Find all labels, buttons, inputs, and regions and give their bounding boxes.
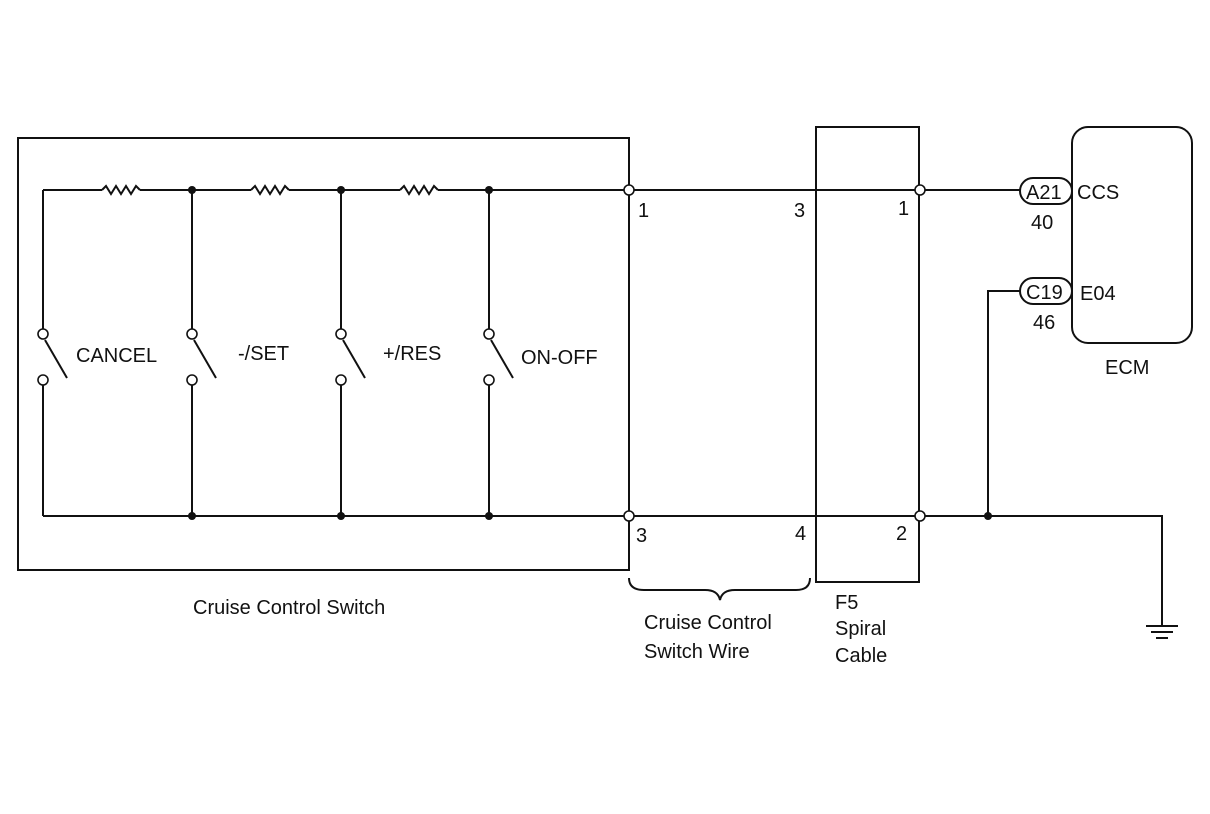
- junction-dot: [984, 512, 992, 520]
- switch-on-off: [483, 190, 514, 516]
- cruise-control-switch-box: [17, 137, 630, 571]
- ecm-box: [1071, 126, 1193, 344]
- switch-pin-bottom: 3: [636, 525, 647, 547]
- junction-dot: [188, 186, 196, 194]
- switch-label-res: +/RES: [383, 343, 441, 365]
- junction-dot: [337, 186, 345, 194]
- junction-dot: [188, 512, 196, 520]
- switch-connector-terminal-top: [623, 184, 635, 196]
- spiral-cable-label-line1: F5: [835, 592, 858, 614]
- junction-dot: [485, 186, 493, 194]
- top-rail: [43, 184, 624, 196]
- switch-wire-pin-bottom: 4: [795, 523, 806, 545]
- junction-dot: [337, 512, 345, 520]
- connector-c19-id: C19: [1026, 282, 1063, 304]
- cruise-control-switch-label: Cruise Control Switch: [193, 597, 385, 619]
- switch-wire-label-line1: Cruise Control: [644, 612, 772, 634]
- connector-a21-id: A21: [1026, 182, 1062, 204]
- junction-dot: [485, 512, 493, 520]
- switch-label-on-off: ON-OFF: [521, 347, 598, 369]
- resistor-1: [101, 184, 141, 196]
- switch-wire-pin-top: 3: [794, 200, 805, 222]
- switch-cancel: [37, 190, 68, 516]
- connector-c19-badge: [1019, 277, 1073, 305]
- connector-a21-badge: [1019, 177, 1073, 205]
- wire-to-ecm-e04: [987, 290, 1020, 516]
- spiral-cable-pin-top: 1: [898, 198, 909, 220]
- spiral-cable-pin-bottom: 2: [896, 523, 907, 545]
- switch-wire-label-line2: Switch Wire: [644, 641, 750, 663]
- switch-label-set: -/SET: [238, 343, 289, 365]
- switch-set: [186, 190, 217, 516]
- wire-ground: [925, 515, 1163, 626]
- switch-res: [335, 190, 366, 516]
- spiral-cable-label-line3: Cable: [835, 645, 887, 667]
- ecm-signal-e04: E04: [1080, 283, 1116, 305]
- resistor-3: [399, 184, 439, 196]
- ecm-label: ECM: [1105, 357, 1149, 379]
- ground-icon: [1146, 625, 1178, 639]
- switch-pin-top: 1: [638, 200, 649, 222]
- connector-a21-pin: 40: [1031, 212, 1053, 234]
- switch-wire-brace: [628, 577, 811, 601]
- switch-label-cancel: CANCEL: [76, 345, 157, 367]
- ecm-signal-ccs: CCS: [1077, 182, 1119, 204]
- connector-c19-pin: 46: [1033, 312, 1055, 334]
- spiral-cable-label-line2: Spiral: [835, 618, 886, 640]
- spiral-cable-terminal-top: [914, 184, 926, 196]
- spiral-cable-box: [815, 126, 920, 583]
- resistor-2: [250, 184, 290, 196]
- spiral-cable-terminal-bottom: [914, 510, 926, 522]
- switch-connector-terminal-bottom: [623, 510, 635, 522]
